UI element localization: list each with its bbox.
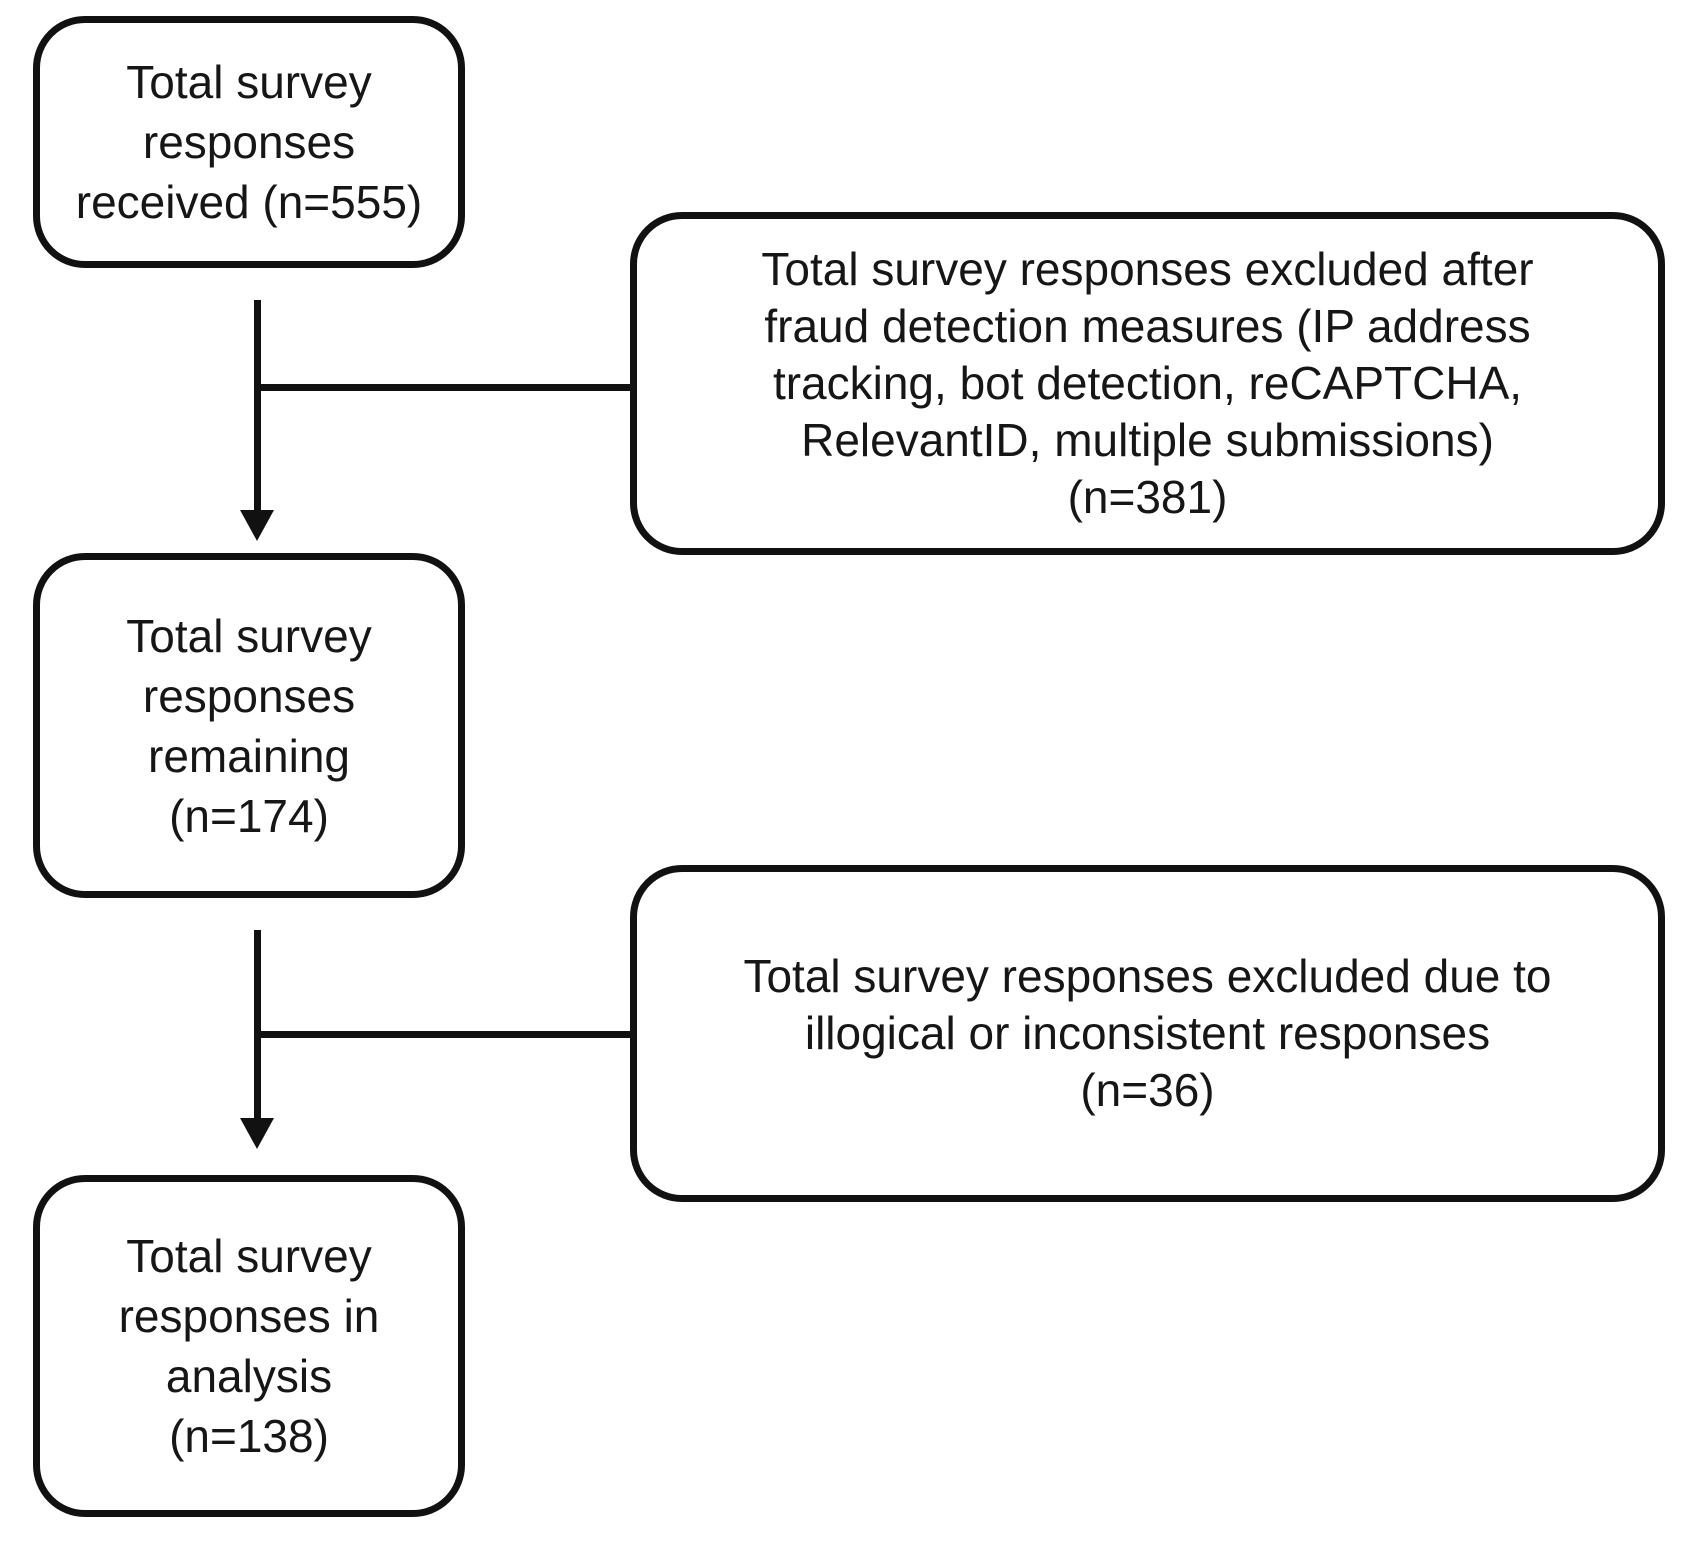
node-responses-remaining-label: Total survey responses remaining (n=174) — [126, 609, 372, 842]
branch-line-to-excluded-illogical — [257, 1031, 630, 1038]
arrow-received-to-remaining-shaft — [254, 300, 261, 515]
node-excluded-fraud-detection: Total survey responses excluded after fr… — [630, 212, 1665, 555]
arrow-down-icon — [240, 1118, 274, 1149]
node-responses-in-analysis-label: Total survey responses in analysis (n=13… — [118, 1230, 380, 1462]
node-total-responses-received-label: Total survey responses received (n=555) — [75, 56, 423, 228]
node-excluded-illogical-label: Total survey responses excluded due to i… — [743, 950, 1552, 1116]
node-excluded-illogical: Total survey responses excluded due to i… — [630, 865, 1665, 1202]
node-responses-remaining: Total survey responses remaining (n=174) — [33, 553, 465, 898]
node-responses-in-analysis: Total survey responses in analysis (n=13… — [33, 1175, 465, 1517]
node-total-responses-received: Total survey responses received (n=555) — [33, 16, 465, 268]
arrow-down-icon — [240, 510, 274, 541]
arrow-remaining-to-analysis-shaft — [254, 930, 261, 1123]
branch-line-to-excluded-fraud — [257, 384, 630, 391]
node-excluded-fraud-detection-label: Total survey responses excluded after fr… — [761, 243, 1534, 523]
